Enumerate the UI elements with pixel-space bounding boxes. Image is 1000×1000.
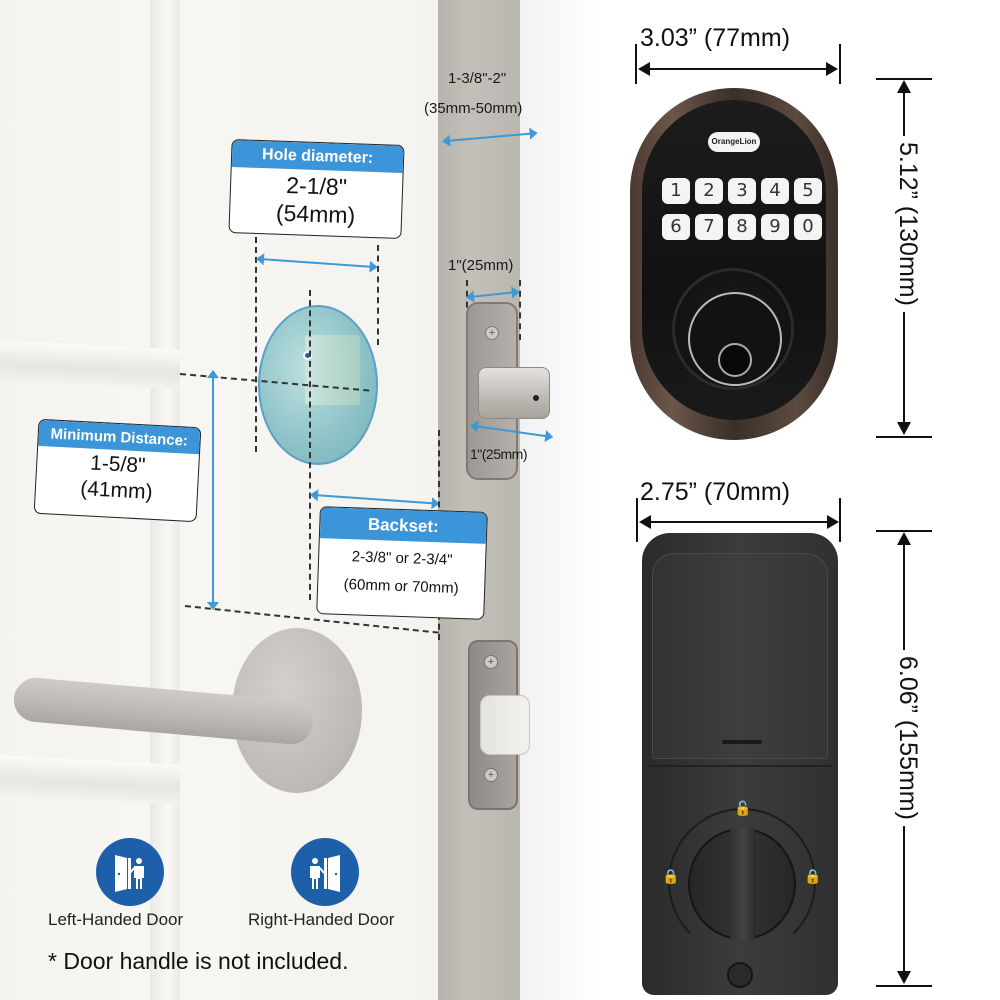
lock-icon: 🔒 xyxy=(804,868,822,884)
key-3: 3 xyxy=(728,178,756,204)
dimension-tick xyxy=(876,436,932,438)
guide-line xyxy=(377,245,379,345)
hole-diameter-callout: Hole diameter: 2-1/8" (54mm) xyxy=(228,139,405,239)
thumbturn xyxy=(730,828,756,940)
center-marker xyxy=(303,351,312,360)
lock-icon: 🔒 xyxy=(662,868,680,884)
key-7: 7 xyxy=(695,214,723,240)
back-width-label: 2.75” (70mm) xyxy=(640,478,791,506)
right-handed-door-label: Right-Handed Door xyxy=(248,910,395,929)
screw-icon: + xyxy=(484,655,498,669)
key-9: 9 xyxy=(761,214,789,240)
key-6: 6 xyxy=(662,214,690,240)
door-edge xyxy=(438,0,520,1000)
key-4: 4 xyxy=(761,178,789,204)
dimension-tick xyxy=(636,498,638,542)
key-2: 2 xyxy=(695,178,723,204)
latch-bolt xyxy=(478,367,550,419)
thumbturn-guide-arc xyxy=(668,808,816,956)
keypad: 1 2 3 4 5 6 7 8 9 0 xyxy=(662,178,822,240)
hole-diameter-mm: (54mm) xyxy=(275,199,356,229)
back-height-label: 6.06” (155mm) xyxy=(893,650,922,826)
minimum-distance-callout: Minimum Distance: 1-5/8" (41mm) xyxy=(33,418,202,523)
minimum-distance-arrow xyxy=(207,370,219,610)
battery-cover-slot xyxy=(722,740,762,744)
dimension-tick xyxy=(876,985,932,987)
bolt-hole xyxy=(533,395,539,401)
dimension-tick xyxy=(876,530,932,532)
left-handed-door-label: Left-Handed Door xyxy=(48,910,184,929)
latch-mechanism xyxy=(305,335,360,405)
door-installation-diagram: 1-3/8"-2" (35mm-50mm) Hole diameter: 2-1… xyxy=(0,0,600,1000)
center-line-vertical xyxy=(309,290,311,600)
right-handed-door-icon xyxy=(291,838,359,906)
latch-width-bottom: 1"(25mm) xyxy=(470,446,527,462)
arrow-up-icon xyxy=(897,532,911,545)
screw-icon: + xyxy=(485,326,499,340)
back-width-arrow xyxy=(639,515,839,529)
backset-mm: (60mm or 70mm) xyxy=(343,576,459,598)
door-thickness-inches: 1-3/8"-2" xyxy=(448,70,507,87)
brand-logo: OrangeLion xyxy=(708,132,760,152)
dimension-tick xyxy=(839,498,841,542)
key-5: 5 xyxy=(794,178,822,204)
guide-line xyxy=(255,237,257,452)
door-thickness-mm: (35mm-50mm) xyxy=(424,100,523,117)
unlock-icon: 🔓 xyxy=(734,800,752,816)
screw-icon: + xyxy=(484,768,498,782)
front-width-arrow xyxy=(638,62,838,76)
door-person-icon xyxy=(310,855,340,892)
battery-cover xyxy=(652,553,828,759)
door-person-icon xyxy=(115,855,144,892)
dimension-tick xyxy=(635,44,637,84)
guide-line xyxy=(519,280,521,340)
screw-icon xyxy=(727,962,753,988)
backset-callout: Backset: 2-3/8" or 2-3/4" (60mm or 70mm) xyxy=(316,506,488,620)
arrow-up-icon xyxy=(897,80,911,93)
passage-latch xyxy=(480,695,530,755)
handle-not-included-note: * Door handle is not included. xyxy=(48,948,349,974)
key-0: 0 xyxy=(794,214,822,240)
keyhole-icon xyxy=(718,343,752,377)
arrow-down-icon xyxy=(897,971,911,984)
arrow-down-icon xyxy=(897,422,911,435)
latch-width-top: 1"(25mm) xyxy=(448,257,514,274)
dimension-tick xyxy=(876,78,932,80)
interior-lower-panel xyxy=(648,765,832,985)
key-8: 8 xyxy=(728,214,756,240)
dimension-tick xyxy=(839,44,841,84)
front-width-label: 3.03” (77mm) xyxy=(640,24,791,52)
key-1: 1 xyxy=(662,178,690,204)
front-height-label: 5.12” (130mm) xyxy=(893,136,922,312)
background xyxy=(520,0,600,1000)
left-handed-door-icon xyxy=(96,838,164,906)
